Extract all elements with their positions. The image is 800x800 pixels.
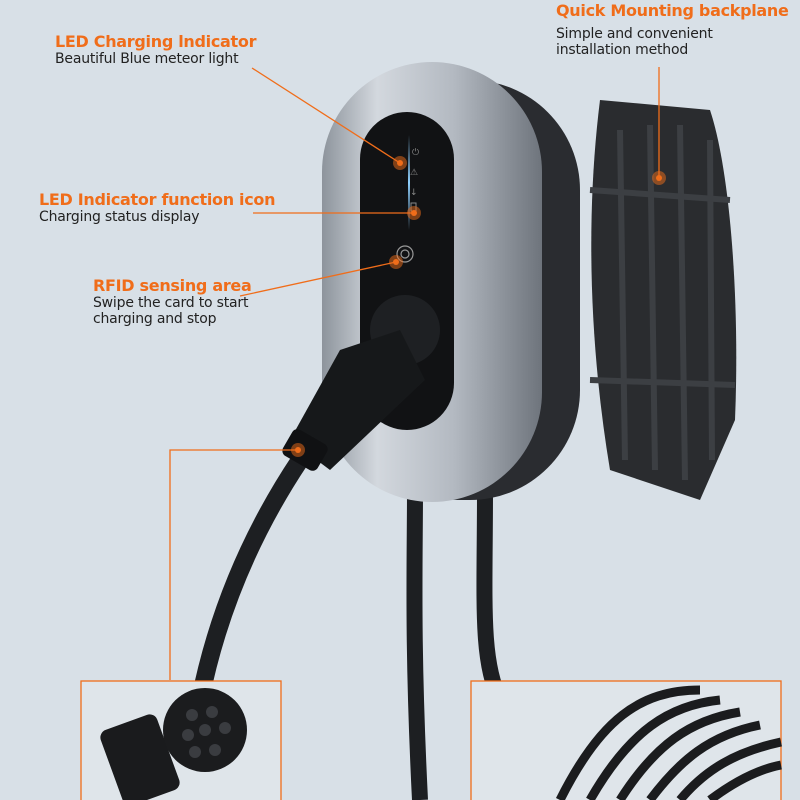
blue-led-strip [408, 135, 410, 230]
cable-coil-inset [470, 680, 782, 800]
callout-desc: Beautiful Blue meteor light [55, 51, 239, 68]
connector-inset [80, 680, 282, 800]
warning-icon: ⚠ [410, 168, 418, 178]
callout-desc-line1: Simple and convenient [556, 26, 713, 43]
callout-title: LED Charging lndicator [55, 32, 257, 51]
mounting-backplane [589, 100, 737, 500]
callout-rfid: RFID sensing area Swipe the card to star… [93, 276, 252, 328]
callout-led-function-icon: LED Indicator function icon Charging sta… [39, 190, 276, 226]
rfid-icon [396, 245, 414, 263]
callout-desc-line2: charging and stop [93, 311, 217, 328]
callout-backplane: Quick Mounting backplane Simple and conv… [556, 1, 789, 59]
callout-led-charging-indicator: LED Charging lndicator Beautiful Blue me… [55, 32, 257, 68]
callout-title: LED Indicator function icon [39, 190, 276, 209]
callout-desc-line1: Swipe the card to start [93, 295, 249, 312]
power-icon: ⏻ [412, 147, 419, 158]
callout-title: Quick Mounting backplane [556, 1, 789, 20]
download-icon: ↓ [410, 188, 418, 198]
callout-title: RFID sensing area [93, 276, 252, 295]
callout-desc-line2: installation method [556, 42, 689, 59]
callout-desc: Charging status display [39, 209, 200, 226]
callout-lines [169, 67, 660, 680]
callout-dots [291, 156, 666, 457]
